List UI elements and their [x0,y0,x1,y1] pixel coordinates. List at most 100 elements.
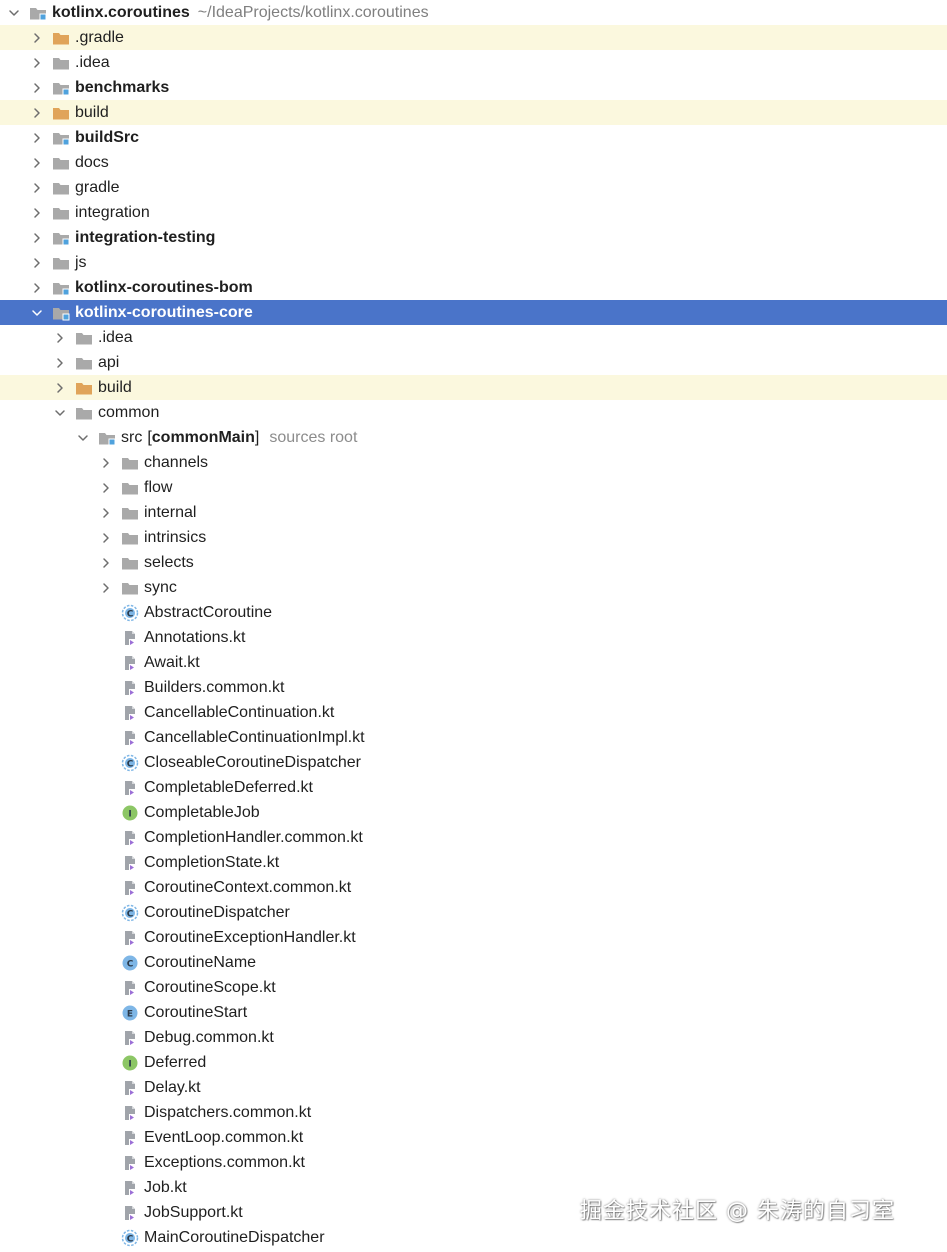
tree-row[interactable]: integration [0,200,947,225]
tree-row[interactable]: Annotations.kt [0,625,947,650]
tree-row[interactable]: CancellableContinuation.kt [0,700,947,725]
chevron-right-icon[interactable] [53,331,67,345]
tree-row[interactable]: gradle [0,175,947,200]
tree-row[interactable]: EventLoop.common.kt [0,1125,947,1150]
tree-row[interactable]: CompletionState.kt [0,850,947,875]
tree-row[interactable]: selects [0,550,947,575]
tree-row[interactable]: docs [0,150,947,175]
tree-item-label: kotlinx-coroutines-bom [75,279,253,296]
enum-icon: E [121,1004,139,1022]
chevron-right-icon[interactable] [30,31,44,45]
tree-row[interactable]: common [0,400,947,425]
module-folder-icon [29,4,47,22]
module-folder-icon [52,129,70,147]
tree-row[interactable]: .idea [0,50,947,75]
tree-row[interactable]: src[commonMain]sources root [0,425,947,450]
kotlin-file-icon [121,879,139,897]
tree-row[interactable]: Builders.common.kt [0,675,947,700]
tree-item-label: CoroutineStart [144,1004,248,1021]
chevron-right-icon[interactable] [30,281,44,295]
tree-item-label: CompletableDeferred.kt [144,779,313,796]
tree-row[interactable]: intrinsics [0,525,947,550]
tree-row[interactable]: CoroutineScope.kt [0,975,947,1000]
tree-item-label: CompletableJob [144,804,260,821]
tree-row[interactable]: .gradle [0,25,947,50]
tree-item-label: api [98,354,120,371]
chevron-right-icon[interactable] [30,206,44,220]
tree-row[interactable]: Exceptions.common.kt [0,1150,947,1175]
svg-text:C: C [127,609,134,619]
tree-row[interactable]: integration-testing [0,225,947,250]
tree-row[interactable]: Job.kt [0,1175,947,1200]
svg-text:C: C [127,1234,134,1244]
tree-row[interactable]: CancellableContinuationImpl.kt [0,725,947,750]
tree-row[interactable]: .idea [0,325,947,350]
chevron-right-icon[interactable] [30,81,44,95]
chevron-right-icon[interactable] [99,581,113,595]
tree-row[interactable]: benchmarks [0,75,947,100]
tree-row[interactable]: kotlinx.coroutines~/IdeaProjects/kotlinx… [0,0,947,25]
tree-row[interactable]: js [0,250,947,275]
tree-row[interactable]: JobSupport.kt [0,1200,947,1225]
chevron-right-icon[interactable] [30,56,44,70]
chevron-right-icon[interactable] [30,106,44,120]
tree-item-label: CloseableCoroutineDispatcher [144,754,362,771]
chevron-right-icon[interactable] [30,131,44,145]
tree-row[interactable]: E CoroutineStart [0,1000,947,1025]
tree-item-label: intrinsics [144,529,207,546]
tree-row[interactable]: Await.kt [0,650,947,675]
tree-item-label: selects [144,554,194,571]
chevron-right-icon[interactable] [30,156,44,170]
tree-row[interactable]: build [0,375,947,400]
kotlin-file-icon [121,629,139,647]
tree-item-label: buildSrc [75,129,140,146]
tree-item-label: kotlinx-coroutines-core [75,304,253,321]
chevron-right-icon[interactable] [53,356,67,370]
tree-item-label: build [98,379,132,396]
tree-row[interactable]: kotlinx-coroutines-core [0,300,947,325]
class-icon: C [121,954,139,972]
chevron-down-icon[interactable] [7,6,21,20]
tree-item-label: CompletionHandler.common.kt [144,829,363,846]
tree-item-label: CancellableContinuation.kt [144,704,335,721]
chevron-down-icon[interactable] [53,406,67,420]
tree-row[interactable]: build [0,100,947,125]
chevron-down-icon[interactable] [30,306,44,320]
tree-row[interactable]: CompletionHandler.common.kt [0,825,947,850]
chevron-right-icon[interactable] [99,456,113,470]
tree-row[interactable]: kotlinx-coroutines-bom [0,275,947,300]
tree-row[interactable]: CoroutineContext.common.kt [0,875,947,900]
tree-row[interactable]: buildSrc [0,125,947,150]
tree-row[interactable]: internal [0,500,947,525]
chevron-right-icon[interactable] [99,481,113,495]
tree-row[interactable]: CoroutineExceptionHandler.kt [0,925,947,950]
tree-row[interactable]: channels [0,450,947,475]
tree-row[interactable]: flow [0,475,947,500]
folder-icon [121,554,139,572]
chevron-right-icon[interactable] [30,231,44,245]
kotlin-file-icon [121,1204,139,1222]
kotlin-file-icon [121,1079,139,1097]
tree-row[interactable]: Dispatchers.common.kt [0,1100,947,1125]
tree-item-label: integration-testing [75,229,216,246]
tree-row[interactable]: Delay.kt [0,1075,947,1100]
tree-row[interactable]: Debug.common.kt [0,1025,947,1050]
tree-row[interactable]: CompletableDeferred.kt [0,775,947,800]
chevron-right-icon[interactable] [99,506,113,520]
tree-row[interactable]: sync [0,575,947,600]
tree-row[interactable]: api [0,350,947,375]
kotlin-file-icon [121,1154,139,1172]
chevron-right-icon[interactable] [30,181,44,195]
chevron-right-icon[interactable] [99,531,113,545]
chevron-right-icon[interactable] [99,556,113,570]
chevron-down-icon[interactable] [76,431,90,445]
chevron-right-icon[interactable] [30,256,44,270]
chevron-right-icon[interactable] [53,381,67,395]
